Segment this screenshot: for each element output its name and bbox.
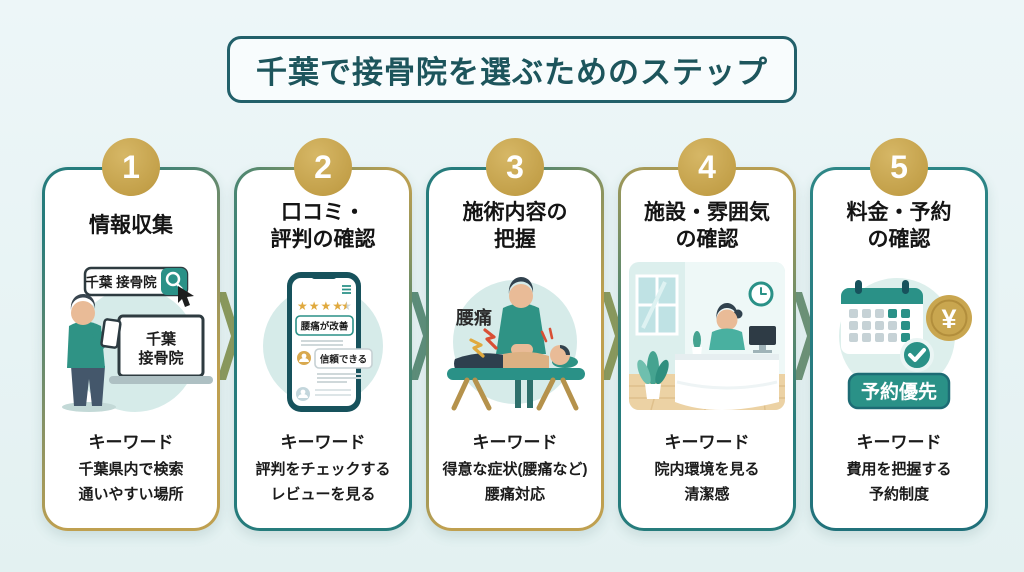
booking-priority-button: 予約優先 (847, 372, 951, 410)
half-star-icon: ★ (341, 299, 352, 313)
step-title: 料金・予約 の確認 (846, 200, 952, 251)
person-with-phone (67, 294, 122, 406)
star-rating: ★★★★ (297, 299, 344, 313)
patient-figure (454, 345, 578, 369)
person-shadow (62, 402, 116, 412)
review-bubble-1: 腰痛が改善 (295, 315, 354, 346)
step-title: 口コミ・ 評判の確認 (270, 200, 376, 251)
keyword-text: 費用を把握する 予約制度 (846, 461, 952, 503)
practitioner-hair (508, 277, 534, 294)
pain-bolt-icons (469, 327, 554, 358)
step-card-3-body: 施術内容の 把握 (429, 170, 601, 528)
step-title: 施術内容の 把握 (462, 200, 568, 251)
keyword-label: キーワード (472, 433, 558, 452)
step-number-badge: 1 (102, 138, 160, 196)
step-title: 情報収集 (89, 214, 173, 238)
step-number-badge: 3 (486, 138, 544, 196)
clinic-interior-illustration (629, 262, 785, 410)
window (635, 274, 679, 336)
menu-icon (342, 285, 351, 294)
review-text-2: 信頼できる (320, 354, 367, 366)
smartphone-icon (100, 318, 122, 349)
review-text-1: 腰痛が改善 (300, 321, 349, 333)
desktop-monitor-icon (749, 326, 776, 353)
keyword-text: 院内環境を見る 清潔感 (654, 461, 760, 503)
receptionist-figure (709, 303, 745, 350)
booking-illustration: ¥ 予約優先 (839, 278, 972, 410)
step-card-5-body: 料金・予約 の確認 (813, 170, 985, 528)
keyword-text: 評判をチェックする レビューを見る (255, 461, 391, 503)
step-card-1: 1 情報収集 千葉 接骨院 千葉 接骨院 (42, 138, 220, 531)
keyword-label: キーワード (856, 433, 942, 452)
laptop-search-line2: 接骨院 (138, 349, 183, 367)
yen-symbol: ¥ (941, 304, 956, 334)
keyword-text: 得意な症状(腰痛など) 腰痛対応 (442, 461, 588, 503)
check-icon (900, 338, 934, 372)
step-card-2: 2 口コミ・ 評判の確認 ★★★★ ★ (234, 138, 412, 531)
search-icon (165, 271, 181, 287)
keyword-label: キーワード (88, 433, 174, 452)
floor-plant (637, 351, 669, 399)
info-search-illustration: 千葉 接骨院 千葉 接骨院 (62, 266, 213, 412)
keyword-label: キーワード (664, 433, 750, 452)
person-hair (70, 294, 96, 310)
yen-coin-icon: ¥ (926, 295, 972, 341)
patient-hair (560, 345, 570, 355)
reviewer-avatar-1 (297, 351, 311, 365)
step-card-4-body: 施設・雰囲気 の確認 (621, 170, 793, 528)
laptop-search-line1: 千葉 (146, 330, 177, 348)
step-number-badge: 4 (678, 138, 736, 196)
step-card-4: 4 施設・雰囲気 の確認 (618, 138, 796, 531)
keyword-text: 千葉県内で検索 通いやすい場所 (78, 461, 184, 503)
practitioner-figure (496, 277, 546, 408)
search-query-text: 千葉 接骨院 (85, 274, 157, 290)
review-bubble-2: 信頼できる (314, 348, 373, 383)
laptop-icon: 千葉 接骨院 (109, 314, 213, 384)
step-card-5: 5 料金・予約 の確認 (810, 138, 988, 531)
keyword-label: キーワード (280, 433, 366, 452)
clock-icon (748, 281, 774, 307)
smartphone-review-icon: ★★★★ ★ 腰痛が改善 信頼できる (287, 272, 373, 412)
treatment-table (447, 368, 585, 411)
step-card-2-body: 口コミ・ 評判の確認 ★★★★ ★ 腰痛が改 (237, 170, 409, 528)
reception-counter (675, 354, 779, 410)
counter-plant (692, 331, 702, 356)
step-title: 施設・雰囲気 の確認 (644, 200, 770, 251)
treatment-illustration: 腰痛 (447, 277, 585, 411)
reviewer-avatar-2 (296, 387, 351, 401)
step-card-1-body: 情報収集 千葉 接骨院 千葉 接骨院 (45, 170, 217, 528)
step-number-badge: 2 (294, 138, 352, 196)
step-number-badge: 5 (870, 138, 928, 196)
calendar-icon (841, 280, 923, 354)
booking-priority-label: 予約優先 (861, 380, 937, 403)
pain-label: 腰痛 (455, 307, 492, 328)
search-bar: 千葉 接骨院 (83, 266, 194, 307)
cursor-icon (178, 286, 194, 307)
step-card-3: 3 施術内容の 把握 (426, 138, 604, 531)
reviews-illustration: ★★★★ ★ 腰痛が改善 信頼できる (263, 272, 383, 412)
page-title: 千葉で接骨院を選ぶためのステップ (227, 36, 797, 103)
